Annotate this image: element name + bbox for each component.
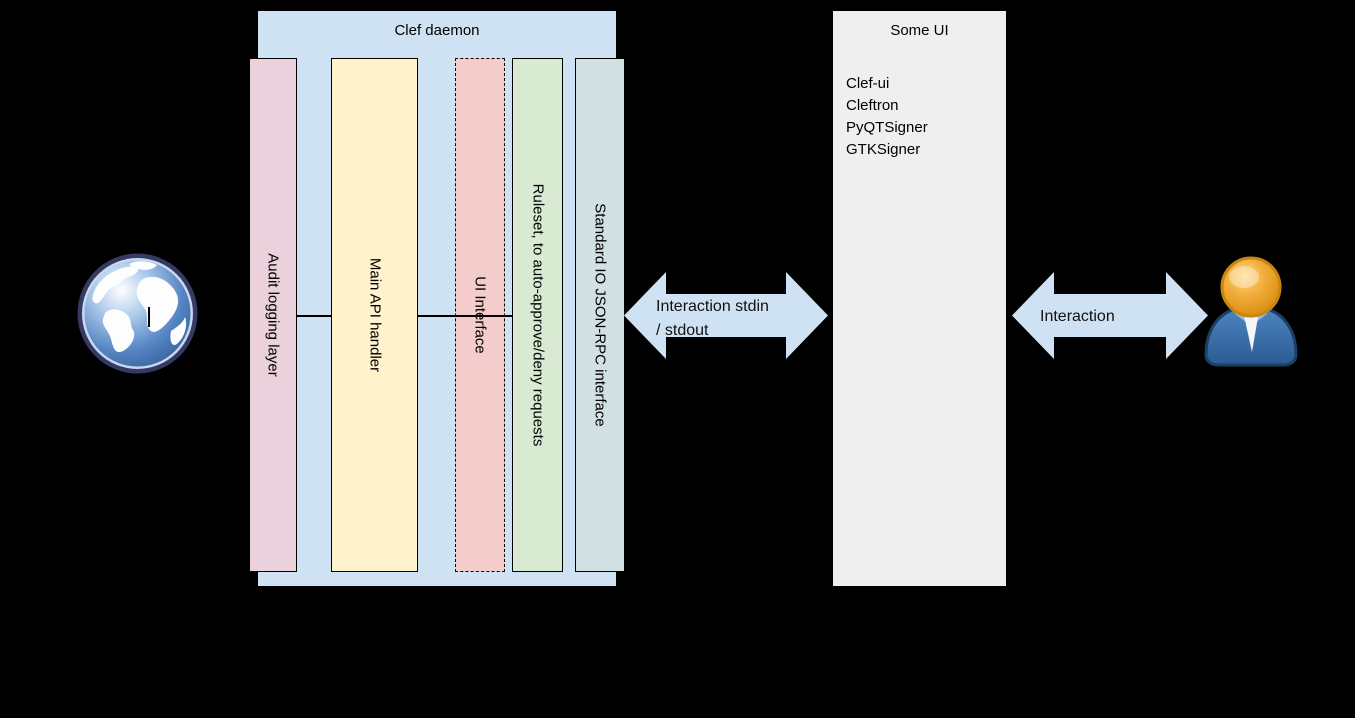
user-interaction-arrow [1012,272,1208,359]
list-item: Cleftron [846,97,899,114]
arrow-label-line2: / stdout [656,322,709,339]
some-ui-box: Some UI Clef-ui Cleftron PyQTSigner GTKS… [832,10,1007,587]
clef-daemon-box: Clef daemon [257,10,617,587]
globe-connector-tick [148,307,150,327]
some-ui-list: Clef-ui Cleftron PyQTSigner GTKSigner [846,73,928,161]
user-interaction-arrow-label: Interaction [1040,308,1115,325]
column-label: Standard IO JSON-RPC interface [591,203,609,427]
column-stdio-jsonrpc-interface: Standard IO JSON-RPC interface [575,58,625,572]
column-label: Audit logging layer [264,253,282,377]
connector-audit-to-api [297,315,331,317]
list-item: GTKSigner [846,141,921,158]
list-item: Clef-ui [846,75,890,92]
column-ruleset: Ruleset, to auto-approve/deny requests [512,58,563,572]
stdio-interaction-arrow-label: Interaction stdin / stdout [656,295,769,343]
column-main-api-handler: Main API handler [331,58,418,572]
list-item: PyQTSigner [846,119,928,136]
connector-api-to-ruleset [418,315,513,317]
column-label: Main API handler [366,257,383,373]
stdio-interaction-arrow [624,272,828,359]
clef-daemon-title: Clef daemon [394,22,480,39]
arrow-label-line1: Interaction stdin [656,298,769,315]
column-audit-logging-layer: Audit logging layer [249,58,297,572]
user-icon [1204,256,1298,367]
some-ui-title: Some UI [890,22,949,39]
column-label: Ruleset, to auto-approve/deny requests [529,183,546,447]
globe-icon [77,253,198,374]
